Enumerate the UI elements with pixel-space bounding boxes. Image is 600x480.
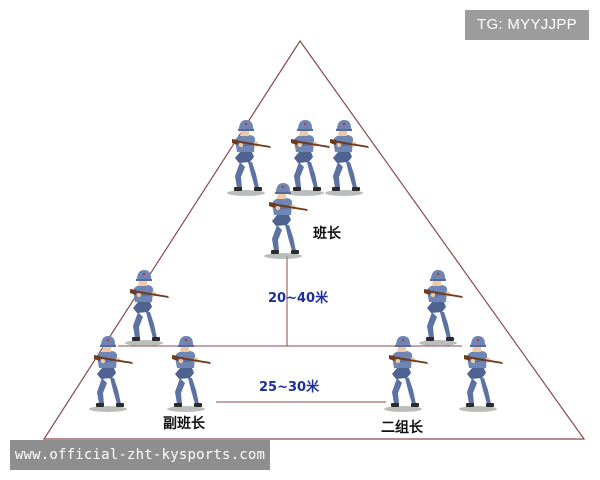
soldier-top-middle	[286, 120, 330, 196]
deputy-leader-label: 副班长	[163, 416, 205, 432]
soldier-bottom-far-left	[89, 336, 133, 412]
watermark-bottom: www.official-zht-kysports.com	[10, 440, 270, 470]
soldier-bottom-far-right	[459, 336, 503, 412]
vertical-distance-label: 20~40米	[268, 291, 329, 306]
soldier-top-right	[325, 120, 369, 196]
triangle-outline	[42, 39, 586, 440]
soldier-deputy-leader	[167, 336, 211, 412]
soldier-group-two-leader	[384, 336, 428, 412]
soldier-middle-right	[419, 270, 463, 346]
group-two-leader-label: 二组长	[381, 420, 423, 436]
watermark-top: TG: MYYJJPP	[465, 10, 589, 40]
soldier-middle-left	[125, 270, 169, 346]
squad-leader-label: 班长	[313, 226, 341, 242]
horizontal-distance-label: 25~30米	[259, 380, 320, 395]
soldier-top-left	[227, 120, 271, 196]
